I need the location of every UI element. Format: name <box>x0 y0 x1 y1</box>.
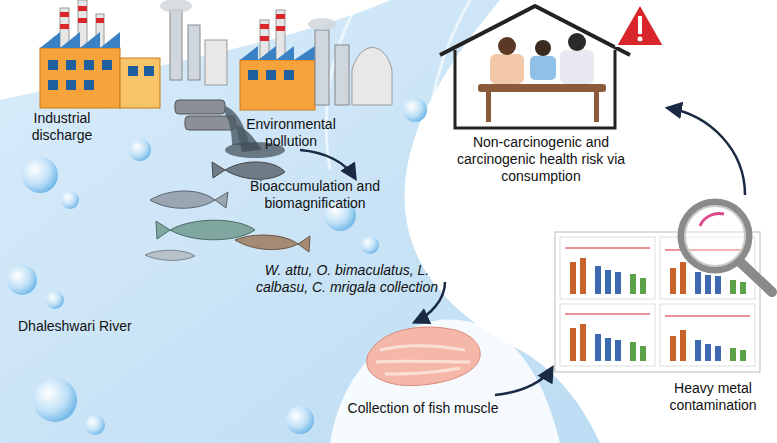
factories <box>40 0 392 110</box>
river <box>0 0 600 443</box>
pollution-label: Environmental pollution <box>236 116 346 150</box>
magnifier <box>681 202 772 292</box>
flow-arrows <box>300 108 745 395</box>
fish-fillet <box>367 327 480 386</box>
species-label: W. attu, O. bimaculatus, L. calbasu, C. … <box>252 262 442 296</box>
risk-label: Non-carcinogenic and carcinogenic health… <box>436 134 646 184</box>
fish <box>145 162 310 260</box>
source-label: Industrial discharge <box>12 110 112 144</box>
sample-label: Collection of fish muscle <box>338 400 508 417</box>
house <box>440 4 664 128</box>
river-name: Dhaleshwari River <box>18 318 168 335</box>
process-label: Bioaccumulation and biomagnification <box>240 178 390 212</box>
result-label: Heavy metal contamination <box>654 380 772 414</box>
